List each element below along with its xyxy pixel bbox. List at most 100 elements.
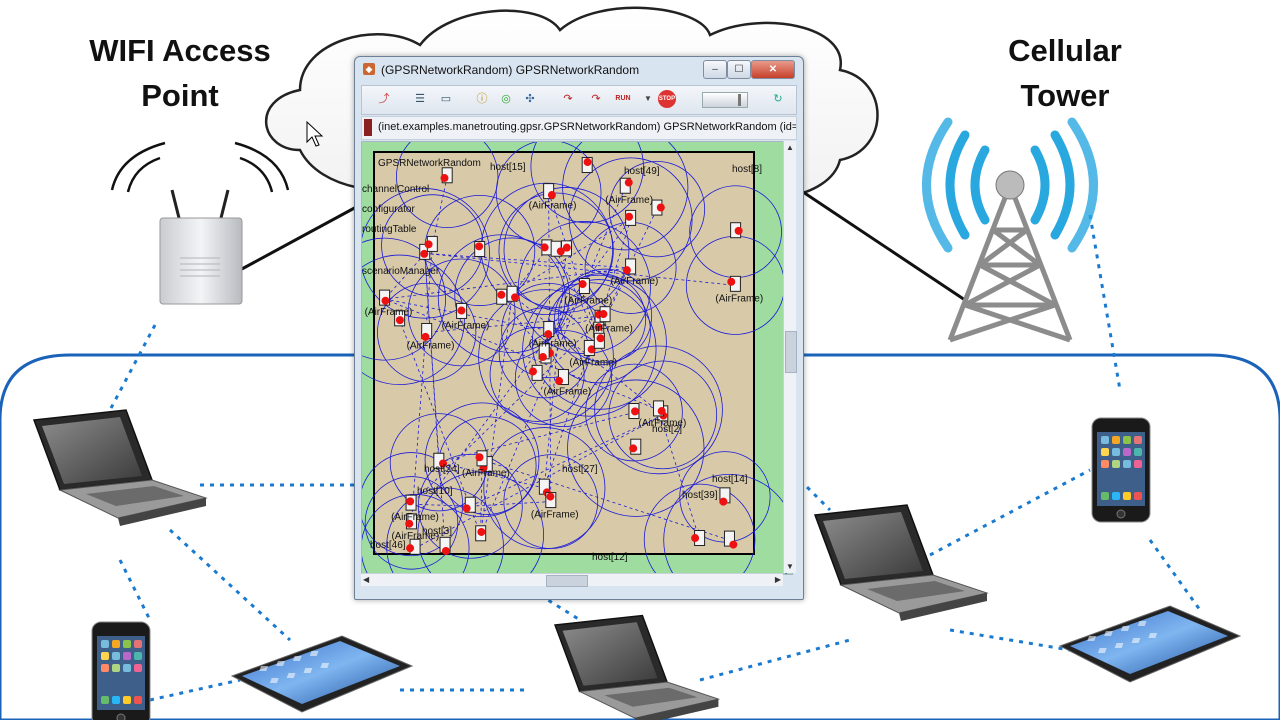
packet-dot — [544, 330, 553, 339]
host-label: host[24] — [424, 464, 460, 475]
simulation-window[interactable]: ◆ (GPSRNetworkRandom) GPSRNetworkRandom … — [354, 56, 804, 600]
packet-dot — [596, 334, 605, 343]
airframe-label: (AirFrame) — [442, 320, 490, 331]
run-dropdown-icon[interactable]: ▼ — [644, 94, 652, 103]
window-titlebar[interactable]: ◆ (GPSRNetworkRandom) GPSRNetworkRandom … — [355, 57, 803, 83]
toolbar: ⤴ ☰ ▭ ⓘ ◎ ✣ ↷ ↷ RUN ▼ STOP ↻ — [361, 85, 797, 115]
transmission-link — [384, 298, 549, 331]
radio-range-circle — [503, 454, 599, 549]
transmission-link — [501, 219, 631, 299]
transmission-link — [411, 245, 433, 523]
scroll-right-icon[interactable]: ▶ — [774, 575, 781, 584]
airframe-label: (AirFrame) — [391, 531, 439, 542]
scroll-up-icon[interactable]: ▲ — [786, 143, 794, 152]
transmission-link — [411, 503, 471, 507]
packet-dot — [440, 174, 449, 183]
cell-label-line1: Cellular — [1008, 33, 1122, 68]
host-node-icon[interactable] — [723, 530, 735, 547]
maximize-button[interactable]: ☐ — [727, 60, 751, 79]
network-graph[interactable]: (AirFrame) (AirFrame) (AirFrame) (AirFrame)… — [362, 142, 792, 574]
laptop-icon — [33, 409, 207, 527]
host-label: host[12] — [592, 552, 628, 563]
airframe-label: (AirFrame) — [564, 296, 612, 307]
stop-button[interactable]: STOP — [658, 90, 676, 108]
left-label-routing-table: routingTable — [362, 224, 417, 235]
host-label: host[2] — [652, 424, 682, 435]
horizontal-scrollbar[interactable]: ◀ ▶ — [361, 573, 783, 587]
screen-icon[interactable]: ▭ — [440, 93, 452, 105]
host-label: host[10] — [417, 486, 453, 497]
packet-dot — [691, 534, 700, 543]
packet-dot — [528, 367, 537, 376]
host-label: host[27] — [562, 464, 598, 475]
network-canvas[interactable]: (AirFrame) (AirFrame) (AirFrame) (AirFrame)… — [361, 141, 793, 575]
radio-range-circle — [530, 142, 644, 224]
packet-dot — [656, 203, 665, 212]
packet-dot — [657, 407, 666, 416]
packet-dot — [395, 316, 404, 325]
packet-dot — [594, 323, 603, 332]
info-icon[interactable]: ⓘ — [476, 93, 488, 105]
packet-dot — [475, 242, 484, 251]
run-button[interactable]: RUN — [615, 95, 631, 102]
left-label-configurator: configurator — [362, 204, 415, 215]
packet-dot — [583, 158, 592, 167]
host-node-icon[interactable] — [543, 183, 555, 200]
tablet-icon — [1059, 605, 1241, 683]
step-icon[interactable]: ↷ — [563, 93, 573, 105]
radio-range-circle — [503, 187, 630, 313]
airframe-label: (AirFrame) — [531, 510, 579, 521]
packet-dot — [477, 527, 486, 536]
packet-dot — [562, 243, 571, 252]
radio-range-circle — [498, 192, 614, 308]
scroll-down-icon[interactable]: ▼ — [786, 562, 794, 571]
packet-dot — [622, 266, 631, 275]
airframe-label: (AirFrame) — [585, 324, 633, 335]
packet-dot — [729, 540, 738, 549]
transmission-link — [480, 295, 513, 535]
radio-range-circle — [362, 237, 446, 361]
refresh-icon[interactable]: ↻ — [773, 93, 783, 105]
list-icon[interactable]: ☰ — [415, 93, 425, 105]
radio-range-circle — [531, 274, 667, 410]
radio-range-circle — [417, 471, 544, 574]
airframe-label: (AirFrame) — [605, 195, 653, 206]
fast-step-icon[interactable]: ↷ — [591, 93, 601, 105]
radio-range-circle — [643, 483, 756, 574]
network-icon[interactable]: ✣ — [525, 93, 535, 105]
speed-slider[interactable] — [702, 92, 748, 108]
go-up-icon[interactable]: ⤴ — [378, 93, 390, 105]
scroll-left-icon[interactable]: ◀ — [363, 575, 370, 584]
mouse-cursor-icon — [306, 120, 324, 147]
radio-range-circle — [396, 142, 499, 228]
radio-range-circle — [424, 402, 540, 518]
minimize-button[interactable]: – — [703, 60, 727, 79]
radio-range-circle — [663, 473, 792, 574]
transmission-link — [438, 461, 545, 489]
wifi-label-line1: WIFI Access — [89, 33, 271, 68]
vertical-scrollbar[interactable]: ▲ ▼ — [783, 141, 797, 573]
path-marker-icon — [364, 119, 372, 136]
host-label: host[14] — [712, 474, 748, 485]
packet-dot — [555, 376, 564, 385]
packet-dot — [599, 310, 608, 319]
transmission-link — [658, 409, 700, 540]
packet-dot — [719, 497, 728, 506]
left-label-scenario-manager: scenarioManager — [362, 266, 440, 277]
transmission-link — [604, 208, 658, 316]
close-button[interactable]: ✕ — [751, 60, 795, 79]
host-label: host[3] — [422, 526, 452, 537]
horizontal-scroll-thumb[interactable] — [546, 575, 588, 587]
vertical-scroll-thumb[interactable] — [785, 331, 797, 373]
wifi-label-line2: Point — [141, 78, 219, 113]
radio-range-circle — [608, 360, 718, 470]
transmission-link — [424, 253, 446, 547]
airframe-label: (AirFrame) — [715, 293, 763, 304]
radio-range-circle — [478, 289, 614, 425]
packet-dot — [405, 519, 414, 528]
radio-range-circle — [364, 476, 459, 570]
network-title: GPSRNetworkRandom — [378, 158, 481, 169]
host-label: host[39] — [682, 490, 718, 501]
airframe-label: (AirFrame) — [611, 276, 659, 287]
object-icon[interactable]: ◎ — [501, 93, 511, 105]
